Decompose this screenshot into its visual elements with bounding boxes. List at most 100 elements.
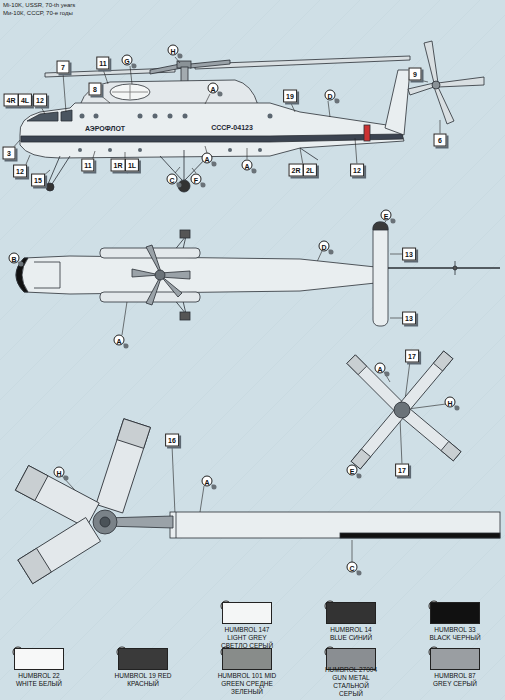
rotor-plan [15,419,500,584]
top-view [453,266,457,270]
paint-callout: F [191,174,202,185]
callout-number: 8 [89,83,102,96]
header-text: Ми-10К, СССР, 70-е годы [3,10,73,16]
top-view [180,230,190,238]
paint-name: HUMBROL 22 WHITE БЕЛЫЙ [9,672,69,688]
paint-name: HUMBROL 33 BLACK ЧЕРНЫЙ [425,626,485,642]
leader-lines [300,148,303,165]
callout-number: 16 [165,434,179,447]
rotor-plan [117,419,150,449]
color-swatch [326,602,376,624]
windows [78,114,273,153]
paint-callout: A [242,160,253,171]
paint-name: HUMBROL 147 LIGHT GREY СВЕТЛО СЕРЫЙ [217,626,277,650]
paint-name: HUMBROL 27004 GUN METAL СТАЛЬНОЙ СЕРЫЙ [321,666,381,698]
callout-number: 11 [96,57,109,70]
windows [138,114,143,119]
leader-lines [355,138,357,165]
paint-name: HUMBROL 19 RED КРАСНЫЙ [113,672,173,688]
callout-number: 1R [111,159,126,172]
rotor-plan [18,518,101,584]
windows [168,114,173,119]
rotor-hub-top [155,270,165,280]
tail-rotor [424,41,438,83]
callout-number: 7 [57,61,70,74]
rotor-plan [18,518,101,584]
windows [258,148,262,152]
leader-lines [175,167,180,173]
windows [268,114,273,119]
leader-lines [247,148,248,159]
leader-lines [11,57,446,562]
paint-callout: G [122,55,133,66]
tail-rotor [408,41,484,124]
leader-lines [130,66,132,84]
paint-callout: H [168,45,179,56]
callout-number: 2R [289,164,304,177]
color-swatch [430,648,480,670]
fuselage-top [16,256,385,294]
windows [80,114,85,119]
leader-lines [103,69,108,84]
callout-number: 12 [13,165,27,178]
top-view [16,222,500,326]
callout-number: 2L [303,164,317,177]
callout-number: 1L [125,159,139,172]
callout-number: 17 [395,464,409,477]
callout-number: 3 [3,147,16,160]
paint-callout: E [347,465,358,476]
paint-name: HUMBROL 101 MID GREEN СРЕДНЕ ЗЕЛЕНЫЙ [217,672,277,696]
windows [78,148,82,152]
side-view [20,41,484,192]
paint-callout: C [167,174,178,185]
leader-lines [352,540,353,562]
rotor-plan [15,466,48,501]
paint-name: HUMBROL 87 GREY СЕРЫЙ [425,672,485,688]
rotor-plan [100,517,110,527]
paint-callout: D [319,241,330,252]
paint-callout: H [54,467,65,478]
callout-number: 4L [18,94,32,107]
rotor-blade-root [190,60,230,68]
callout-number: 13 [402,312,416,325]
header-text: Mi-10K, USSR, 70-th years [3,2,75,8]
long-blade [170,512,500,538]
callout-number: 12 [33,94,47,107]
rotor-plan [93,510,117,534]
top-view [180,312,190,320]
leader-lines [200,486,204,512]
cockpit-window [61,110,72,121]
leader-lines [390,254,403,255]
leader-lines [172,445,175,514]
rotor-view [401,408,461,461]
paint-callout: A [208,83,219,94]
tail-rotor [438,77,484,87]
blade-stripe [340,533,500,538]
rotor-view [347,351,461,469]
leader-lines [205,94,210,104]
paint-callout: H [445,397,456,408]
rotor-plan [15,419,173,584]
paint-callout: A [375,363,386,374]
rotor-view [347,355,404,412]
rotor-plan [96,419,150,513]
windows [108,148,112,152]
gear-strut [52,156,70,184]
callout-number: 4R [4,94,19,107]
tail-rotor [408,83,434,95]
tail-fin [385,70,410,135]
callout-number: 6 [434,134,447,147]
fuselage-marking: СССР-04123 [210,123,254,132]
color-swatch [222,648,272,670]
leader-lines [390,318,403,319]
paint-callout: A [202,476,213,487]
rotor-hub-top [132,245,190,305]
windows [94,114,99,119]
paint-callout: D [325,90,336,101]
fuselage-marking: АЭРОФЛОТ [84,124,126,133]
windows [153,114,158,119]
callout-number: 19 [283,90,297,103]
rotor-view [401,408,461,461]
stabilizer [373,222,388,326]
